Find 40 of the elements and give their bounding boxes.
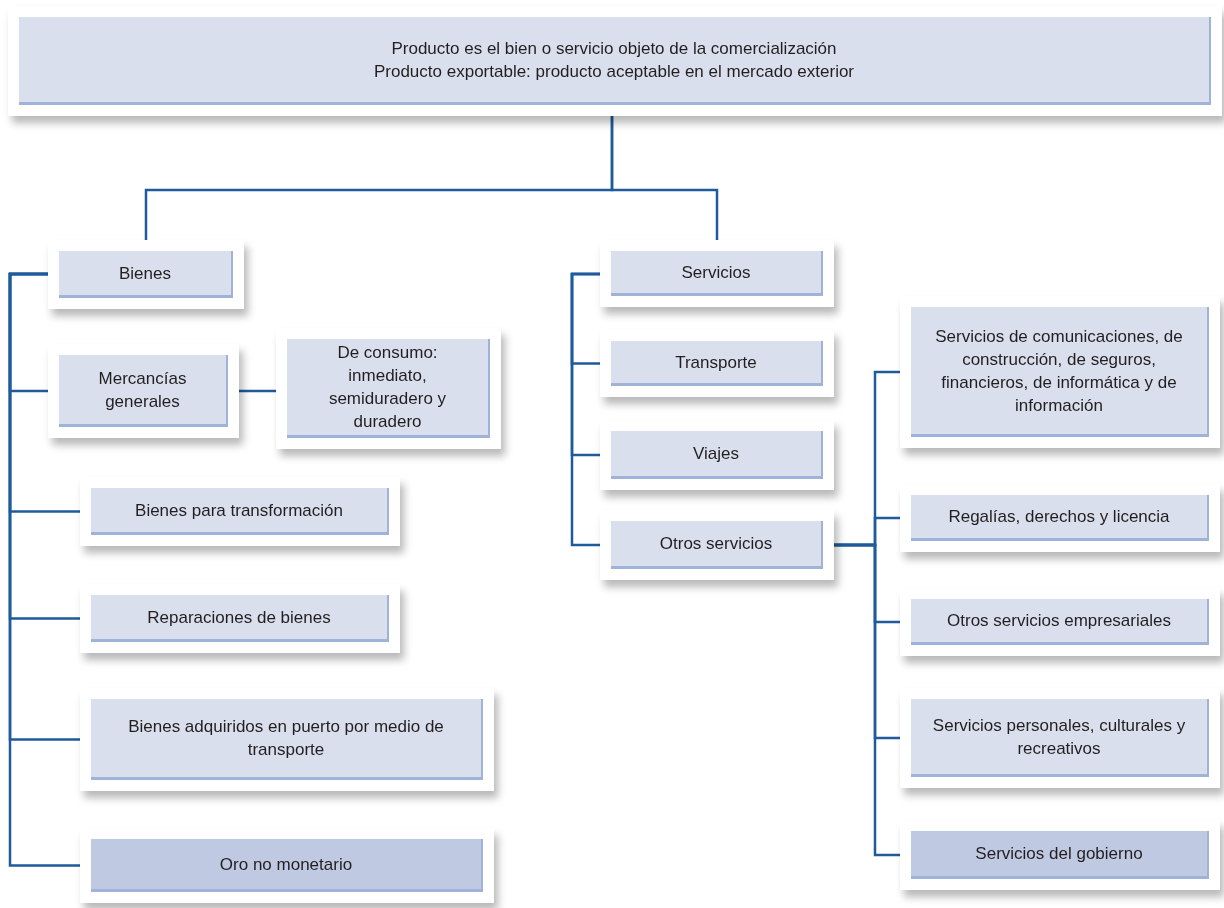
card-frame xyxy=(900,820,1220,890)
box-text: Bienes para transformación xyxy=(135,499,343,522)
box-text: Servicios del gobierno xyxy=(975,843,1143,865)
box-text: Mercancías generales xyxy=(97,367,188,413)
card-frame xyxy=(600,420,834,490)
card-frame xyxy=(600,240,834,307)
box-text: Bienes adquiridos en puerto por medio de transporte xyxy=(127,716,445,761)
card-frame xyxy=(80,584,400,653)
connector-line xyxy=(8,272,80,867)
card-frame xyxy=(600,510,834,580)
card-frame xyxy=(8,6,1222,116)
card-frame xyxy=(48,344,239,438)
box-text: Bienes xyxy=(119,262,171,285)
card-frame xyxy=(80,477,400,546)
card-frame xyxy=(900,588,1220,656)
box-text: Servicios personales, culturales y recreativos xyxy=(931,714,1187,760)
box-text: Transporte xyxy=(675,351,757,374)
card-frame xyxy=(900,688,1220,788)
box-text: Servicios xyxy=(681,261,751,284)
box-text: Regalías, derechos y licencia xyxy=(948,506,1170,528)
connector-line xyxy=(610,116,719,240)
card-frame xyxy=(600,330,834,397)
box-text: Servicios de comunicaciones, de construcción, de seguros, financieros, de informática y de información xyxy=(934,325,1184,417)
box-text: Producto es el bien o servicio objeto de la comercialización xyxy=(391,37,837,60)
box-text: Oro no monetario xyxy=(219,853,353,876)
connector-line xyxy=(239,389,276,393)
box-text: Viajes xyxy=(693,443,739,465)
card-frame xyxy=(80,828,494,903)
box-text: Otros servicios xyxy=(659,533,773,555)
card-frame xyxy=(80,688,494,791)
card-frame xyxy=(900,484,1220,552)
box-text: Reparaciones de bienes xyxy=(147,606,331,629)
card-frame xyxy=(48,240,244,309)
box-text: Otros servicios empresariales xyxy=(947,610,1171,632)
box-text: Producto exportable: producto aceptable en el mercado exterior xyxy=(373,60,855,83)
card-frame xyxy=(276,328,501,449)
connector-line xyxy=(834,543,900,857)
card-frame xyxy=(900,296,1220,448)
box-text: De consumo: inmediato, semiduradero y duradero xyxy=(327,342,448,433)
connector-line xyxy=(570,272,600,547)
